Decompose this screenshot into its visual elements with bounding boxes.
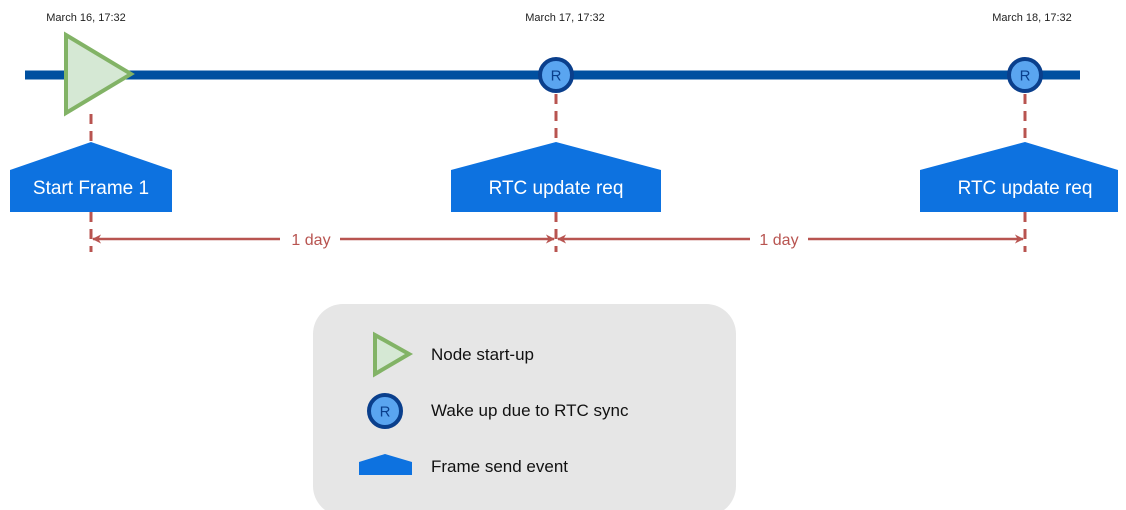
legend-label: Wake up due to RTC sync [431,401,629,420]
frame-event-label: RTC update req [958,178,1093,199]
rtc-marker-1: R [538,57,574,93]
frame-event-3: RTC update req [920,142,1118,212]
legend-item-startup: Node start-up [373,331,534,378]
rtc-marker-2: R [1007,57,1043,93]
legend: Node start-up R Wake up due to RTC sync … [313,304,736,510]
legend-box [313,304,736,510]
frame-event-2: RTC update req [451,142,661,212]
legend-label: Frame send event [431,457,568,476]
frame-send-icon [451,142,661,212]
span-label: 1 day [759,232,798,249]
startup-triangle-icon [64,31,135,117]
frame-send-icon [920,142,1118,212]
frame-event-label: RTC update req [489,178,624,199]
span-arrow-1: 1 day [92,232,555,249]
span-arrow-2: 1 day [557,232,1024,249]
legend-label: Node start-up [431,345,534,364]
date-label-2: March 17, 17:32 [525,12,605,24]
rtc-marker-letter: R [1020,68,1031,85]
frame-send-icon [10,142,172,212]
frame-event-1: Start Frame 1 [10,142,172,212]
rtc-icon [367,393,403,429]
span-label: 1 day [291,232,330,249]
rtc-marker-letter: R [551,68,562,85]
date-label-3: March 18, 17:32 [992,12,1072,24]
triangle-icon [373,331,414,378]
date-label-1: March 16, 17:32 [46,12,126,24]
legend-rtc-letter: R [380,404,391,421]
rtc-icon [538,57,574,93]
rtc-icon [1007,57,1043,93]
frame-send-icon [359,454,412,475]
frame-event-label: Start Frame 1 [33,178,149,199]
legend-item-rtc: R Wake up due to RTC sync [367,393,629,429]
legend-item-frame: Frame send event [359,454,568,476]
